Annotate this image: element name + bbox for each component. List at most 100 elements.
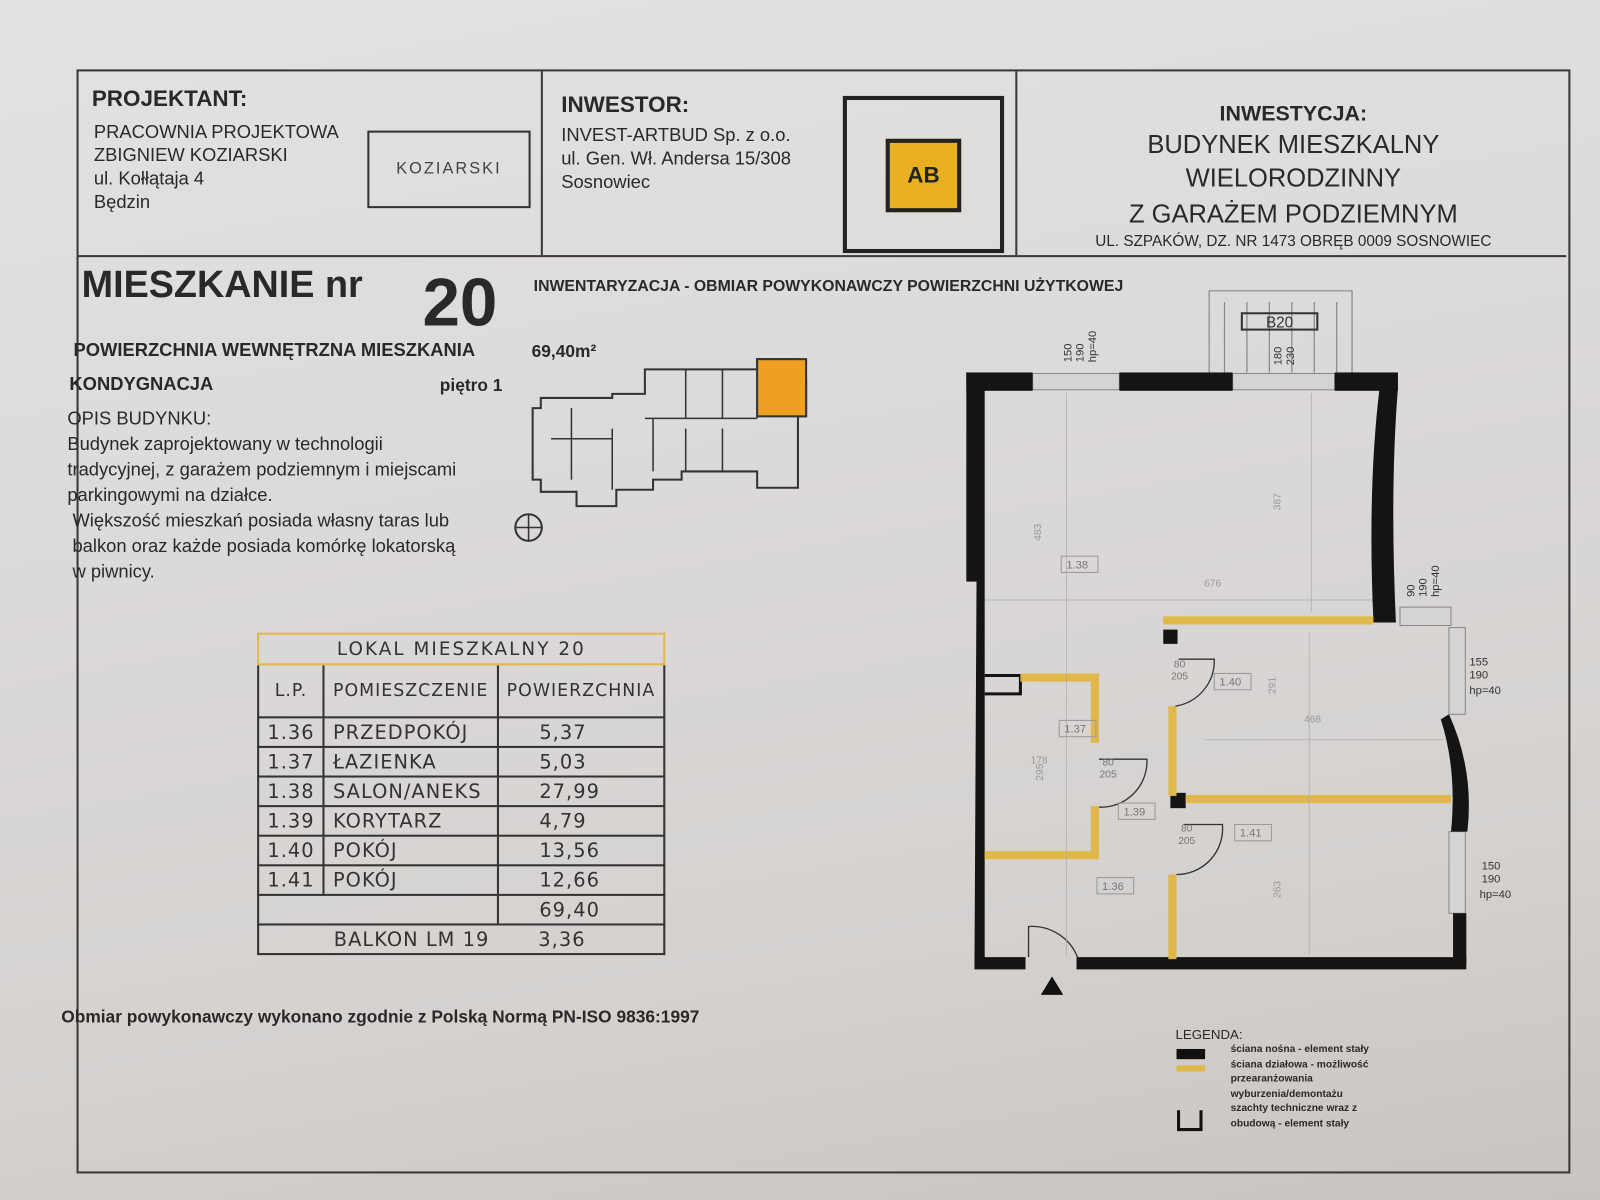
svg-text:1.41: 1.41 bbox=[1240, 828, 1262, 840]
legend-item: ściana nośna - element stały bbox=[1230, 1043, 1369, 1056]
svg-text:190: 190 bbox=[1075, 344, 1087, 363]
investment-line: BUDYNEK MIESZKALNY bbox=[1147, 130, 1440, 160]
svg-text:1.40: 1.40 bbox=[1219, 677, 1241, 689]
dimension-lines bbox=[984, 392, 1444, 958]
cell-room: PRZEDPOKÓJ bbox=[322, 716, 499, 748]
investment-block: INWESTYCJA: BUDYNEK MIESZKALNY WIELORODZ… bbox=[1020, 102, 1566, 250]
legend-items: ściana nośna - element stały ściana dzia… bbox=[1231, 1043, 1384, 1132]
description-label: OPIS BUDYNKU: bbox=[67, 408, 212, 429]
description-line: Większość mieszkań posiada własny taras … bbox=[67, 510, 450, 531]
partition-walls bbox=[984, 616, 1452, 960]
svg-text:hp=40: hp=40 bbox=[1480, 889, 1512, 901]
area-value: 69,40m² bbox=[531, 341, 597, 362]
cell-lp: 1.37 bbox=[257, 745, 325, 778]
entry-arrow-icon bbox=[1040, 976, 1064, 995]
svg-text:190: 190 bbox=[1482, 874, 1501, 886]
cell-area: 4,79 bbox=[496, 805, 666, 837]
table-caption: LOKAL MIESZKALNY 20 bbox=[257, 632, 666, 666]
description-line: parkingowymi na działce. bbox=[67, 484, 273, 506]
building-description: OPIS BUDYNKU: Budynek zaprojektowany w t… bbox=[67, 406, 456, 585]
header-divider bbox=[540, 71, 543, 256]
door-1-41 bbox=[1176, 823, 1224, 876]
description-line: Budynek zaprojektowany w technologii bbox=[67, 433, 383, 455]
cell-lp: 1.38 bbox=[257, 775, 325, 808]
legend-item: ściana działowa - możliwość przearanżowa… bbox=[1230, 1058, 1369, 1100]
description-line: balkon oraz każde posiada komórkę lokato… bbox=[67, 535, 456, 557]
investor-line: INVEST-ARTBUD Sp. z o.o. bbox=[561, 124, 791, 145]
svg-text:205: 205 bbox=[1171, 672, 1188, 683]
designer-line: Będzin bbox=[93, 191, 151, 213]
svg-text:295: 295 bbox=[1035, 763, 1046, 780]
cell-area: 5,03 bbox=[496, 745, 666, 778]
investment-line: WIELORODZINNY bbox=[1185, 164, 1402, 193]
svg-text:hp=40: hp=40 bbox=[1469, 685, 1501, 697]
cell-lp: 1.41 bbox=[257, 864, 325, 896]
footer-note: Obmiar powykonawczy wykonano zgodnie z P… bbox=[61, 1007, 700, 1027]
cell-lp: 1.39 bbox=[257, 805, 325, 837]
entry-door bbox=[1027, 925, 1079, 958]
legend-load-bearing-swatch bbox=[1176, 1048, 1206, 1060]
description-line: w piwnicy. bbox=[67, 561, 155, 582]
area-label: POWIERZCHNIA WEWNĘTRZNA MIESZKANIA bbox=[73, 339, 476, 361]
designer-line: ul. Kołłątaja 4 bbox=[93, 168, 205, 189]
cell-area: 5,37 bbox=[496, 716, 666, 748]
door-dimension-labels: 80 205 80 205 80 205 bbox=[1100, 659, 1196, 847]
balcony-label: BALKON LM 19 bbox=[257, 923, 498, 956]
legend-shaft-icon bbox=[1177, 1110, 1203, 1132]
svg-text:80: 80 bbox=[1102, 757, 1114, 768]
svg-text:hp=40: hp=40 bbox=[1087, 331, 1099, 363]
description-line: tradycyjnej, z garażem podziemnym i miej… bbox=[67, 459, 457, 480]
doors bbox=[1027, 658, 1224, 958]
svg-text:230: 230 bbox=[1285, 347, 1297, 366]
svg-text:1.37: 1.37 bbox=[1064, 724, 1086, 736]
svg-text:190: 190 bbox=[1469, 670, 1488, 682]
designer-info: PRACOWNIA PROJEKTOWA ZBIGNIEW KOZIARSKI … bbox=[94, 120, 339, 214]
investor-logo: AB bbox=[885, 138, 962, 213]
designer-logo: KOZIARSKI bbox=[367, 130, 531, 209]
svg-text:150: 150 bbox=[1482, 860, 1501, 872]
key-plan-highlight-apartment bbox=[756, 358, 808, 418]
investor-logo-text: AB bbox=[907, 162, 940, 188]
svg-text:291: 291 bbox=[1268, 677, 1279, 694]
cell-lp: 1.40 bbox=[257, 834, 325, 867]
svg-text:90: 90 bbox=[1405, 584, 1417, 596]
investment-line: Z GARAŻEM PODZIEMNYM bbox=[1128, 199, 1458, 229]
svg-text:468: 468 bbox=[1304, 714, 1321, 725]
column-header: L.P. bbox=[257, 663, 325, 719]
door-1-40 bbox=[1175, 658, 1215, 707]
windows bbox=[1032, 372, 1466, 914]
column-header: POMIESZCZENIE bbox=[322, 663, 499, 719]
cell-room: ŁAZIENKA bbox=[322, 745, 499, 778]
investor-line: ul. Gen. Wł. Andersa 15/308 bbox=[561, 147, 791, 169]
svg-text:205: 205 bbox=[1178, 836, 1195, 847]
table-total-row: 69,40 bbox=[257, 893, 666, 926]
svg-text:150: 150 bbox=[1062, 344, 1074, 363]
apartment-number: 20 bbox=[422, 264, 498, 340]
designer-line: PRACOWNIA PROJEKTOWA bbox=[93, 121, 339, 142]
cell-area: 12,66 bbox=[496, 864, 666, 896]
investment-address: UL. SZPAKÓW, DZ. NR 1473 OBRĘB 0009 SOSN… bbox=[1095, 232, 1492, 250]
balcony-value: 3,36 bbox=[497, 923, 666, 956]
svg-text:190: 190 bbox=[1418, 578, 1430, 597]
cell-room: POKÓJ bbox=[322, 834, 499, 867]
svg-text:483: 483 bbox=[1033, 523, 1044, 540]
svg-text:1.36: 1.36 bbox=[1102, 881, 1124, 893]
svg-text:178: 178 bbox=[1031, 755, 1048, 766]
apartment-subtitle: INWENTARYZACJA - OBMIAR POWYKONAWCZY POW… bbox=[533, 277, 1124, 295]
dimension-numbers: 483 387 676 468 291 263 178 295 bbox=[1031, 493, 1322, 898]
apartment-title: MIESZKANIE nr bbox=[81, 263, 363, 306]
cell-room: KORYTARZ bbox=[322, 805, 499, 837]
svg-text:80: 80 bbox=[1174, 659, 1186, 670]
key-plan bbox=[514, 358, 808, 542]
balcony bbox=[1208, 290, 1353, 373]
designer-logo-text: KOZIARSKI bbox=[396, 160, 502, 178]
cell-lp: 1.36 bbox=[257, 716, 325, 748]
svg-text:80: 80 bbox=[1181, 824, 1193, 835]
floor-value: piętro 1 bbox=[439, 375, 503, 395]
